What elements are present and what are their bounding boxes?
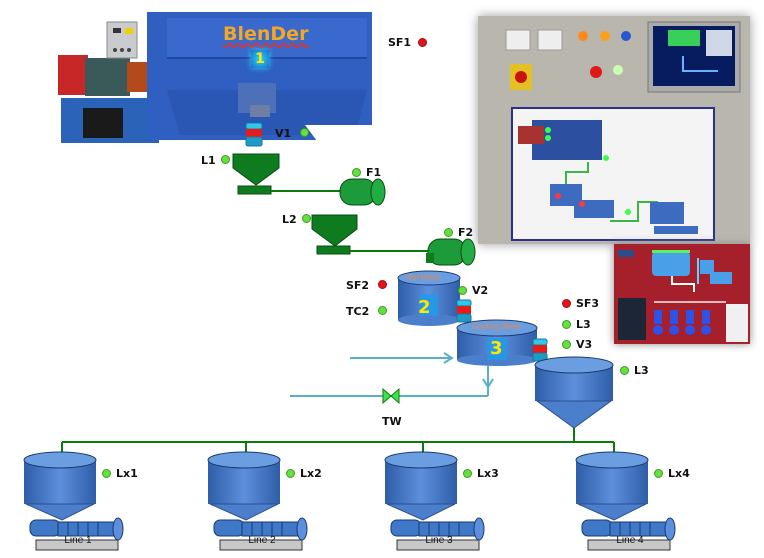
extruder-line-4[interactable] [574,451,704,552]
sf3-status-indicator [562,299,571,308]
feeder-system-graphic [232,153,458,255]
sf2-status-indicator [378,280,387,289]
hmi-screen-graphic [618,250,748,342]
control-panel-graphic [505,21,741,241]
extruder-line-graphic [575,451,676,551]
extruder-line-graphic [23,451,124,551]
hot-mixer-title: Hot Mixer [406,273,441,282]
sf1-label: SF1 [388,36,412,49]
lx3-status-indicator [463,469,472,478]
lx1-status-indicator [102,469,111,478]
blender-title: BlenDer [223,23,309,45]
l1-label: L1 [201,154,216,167]
f1-label: F1 [366,166,382,179]
blender-number-badge: 1 [251,50,269,68]
v3-label: V3 [576,338,593,351]
lx1-label: Lx1 [116,467,138,480]
tw-label: TW [382,415,402,428]
tw-valve-icon[interactable] [382,387,400,405]
l3-hopper-status-indicator [620,366,629,375]
sf3-label: SF3 [576,297,600,310]
v3-valve-icon [532,338,548,362]
extruder-line-1[interactable] [22,451,152,552]
line-4-name: Line 4 [616,535,644,546]
sf2-label: SF2 [346,279,370,292]
line-2-name: Line 2 [248,535,276,546]
f1-status-indicator [352,168,361,177]
f2-motor-icon [426,238,476,266]
extruder-line-3[interactable] [383,451,513,552]
sf1-status-indicator [418,38,427,47]
l1-hopper-icon [232,153,280,186]
l3-mixer-status-indicator [562,320,571,329]
blender-number: 1 [255,51,265,67]
line-3-name: Line 3 [425,535,453,546]
cooling-mixer-vessel[interactable] [455,318,541,370]
extruder-line-graphic [207,451,308,551]
tc2-status-indicator [378,306,387,315]
tc2-label: TC2 [346,305,370,318]
v1-label: V1 [275,127,292,140]
hmi-screen-photo [614,244,750,344]
v2-valve-icon [456,299,472,323]
extruder-line-graphic [384,451,485,551]
extruder-line-2[interactable] [206,451,336,552]
f2-status-indicator [444,228,453,237]
l2-label: L2 [282,213,297,226]
lx4-status-indicator [654,469,663,478]
hot-mixer-vessel[interactable] [396,270,464,328]
l2-status-indicator [302,214,311,223]
cooling-water-piping [290,352,494,397]
v1-valve-icon [245,122,263,147]
v3-status-indicator [562,340,571,349]
lx2-status-indicator [286,469,295,478]
storage-hopper-vessel[interactable] [533,355,617,441]
blender-machine-graphic [58,12,372,145]
l2-hopper-icon [311,214,358,247]
v2-status-indicator [458,286,467,295]
hot-mixer-number: 2 [418,297,431,318]
lx4-label: Lx4 [668,467,690,480]
v1-status-indicator [300,128,309,137]
f2-label: F2 [458,226,474,239]
cooling-mixer-number: 3 [490,338,503,359]
line-1-name: Line 1 [64,535,92,546]
lx3-label: Lx3 [477,467,499,480]
l3-mixer-label: L3 [576,318,591,331]
v2-label: V2 [472,284,489,297]
cooling-mixer-title: Cooling Mixer [472,322,521,331]
lx2-label: Lx2 [300,467,322,480]
l1-status-indicator [221,155,230,164]
l3-hopper-label: L3 [634,364,649,377]
control-panel-photo [478,16,750,244]
blender-machine[interactable] [55,10,375,145]
